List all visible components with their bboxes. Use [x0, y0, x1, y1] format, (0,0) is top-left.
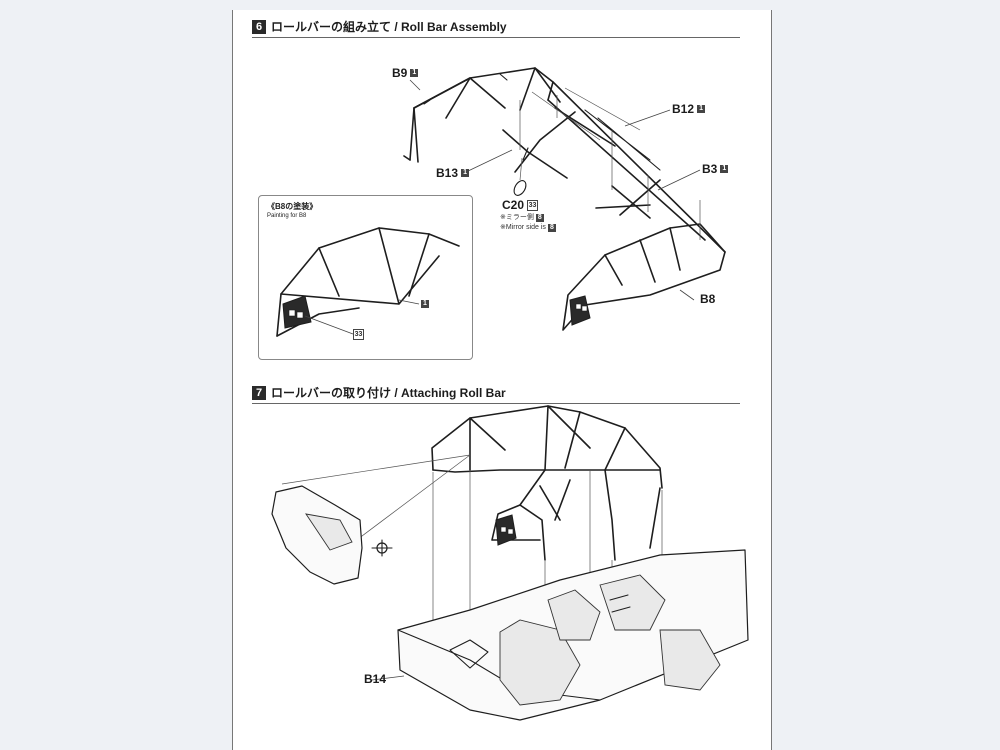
part-name: B8	[700, 292, 716, 306]
part-label-b12: B12 1	[672, 102, 706, 116]
part-name: B9	[392, 66, 408, 80]
part-label-b3: B3 1	[702, 162, 729, 176]
paint-code-badge: 33	[353, 329, 364, 340]
part-label-b8: B8	[700, 292, 715, 306]
b8-painting-inset: 《B8の塗装》 Painting for B8 1 33	[258, 195, 473, 360]
part-label-b14: B14	[364, 672, 386, 686]
step-6-rule	[252, 37, 740, 38]
step-title: ロールバーの組み立て / Roll Bar Assembly	[271, 20, 507, 34]
step-7-header: 7 ロールバーの取り付け / Attaching Roll Bar	[252, 386, 506, 400]
part-label-b13: B13 1	[436, 166, 470, 180]
step-title: ロールバーの取り付け / Attaching Roll Bar	[271, 386, 506, 400]
part-name: C20	[502, 198, 525, 212]
part-name: B13	[436, 166, 459, 180]
step-number-badge: 7	[252, 386, 266, 400]
paint-code-badge: 1	[421, 300, 429, 308]
c20-note-jp: ※ミラー側 8	[500, 213, 544, 222]
quantity-badge: 1	[461, 169, 470, 177]
note-text: ※Mirror side is	[500, 224, 546, 231]
part-label-b9: B9 1	[392, 66, 419, 80]
quantity-badge: 1	[697, 105, 706, 113]
step-7-rule	[252, 403, 740, 404]
step-number-badge: 6	[252, 20, 266, 34]
b8-painting-drawing	[276, 227, 460, 337]
note-text: ※ミラー側	[500, 214, 534, 221]
paint-code-badge: 8	[535, 213, 544, 222]
step-6-header: 6 ロールバーの組み立て / Roll Bar Assembly	[252, 20, 507, 34]
inset-title: 《B8の塗装》	[267, 202, 318, 211]
part-name: B14	[364, 672, 387, 686]
quantity-badge: 1	[720, 165, 729, 173]
quantity-badge: 1	[410, 69, 419, 77]
c20-note-en: ※Mirror side is 8	[500, 223, 556, 232]
paint-code-badge: 8	[547, 223, 556, 232]
part-name: B3	[702, 162, 718, 176]
part-label-c20: C20 33	[502, 198, 539, 212]
part-name: B12	[672, 102, 695, 116]
inset-subtitle: Painting for B8	[267, 213, 307, 219]
paint-code-badge: 33	[527, 199, 539, 211]
